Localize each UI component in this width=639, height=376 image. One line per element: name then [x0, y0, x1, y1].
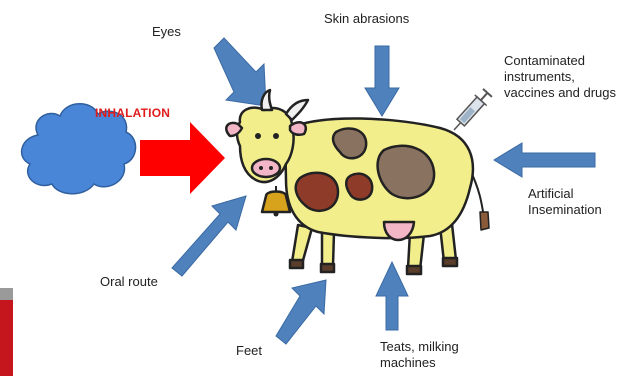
insemination-line-2: Insemination: [528, 202, 602, 218]
instruments-line-2: instruments,: [504, 69, 616, 85]
teats-arrow: [376, 262, 408, 330]
oral-arrow: [172, 196, 246, 276]
instruments-line-1: Contaminated: [504, 53, 616, 69]
skin-abrasions-label: Skin abrasions: [324, 11, 409, 27]
skin-arrow: [365, 46, 399, 116]
edge-bar-red: [0, 300, 13, 376]
instruments-line-3: vaccines and drugs: [504, 85, 616, 101]
edge-bar-gray: [0, 288, 13, 300]
teats-line-1: Teats, milking: [380, 339, 459, 355]
insemination-label: Artificial Insemination: [528, 186, 602, 218]
teats-line-2: machines: [380, 355, 459, 371]
insemination-line-1: Artificial: [528, 186, 602, 202]
inhalation-label: INHALATION: [95, 106, 170, 120]
syringe-icon: [448, 87, 493, 135]
feet-label: Feet: [236, 343, 262, 359]
feet-arrow: [276, 280, 326, 344]
inhalation-arrow: [140, 122, 225, 194]
insemination-arrow: [494, 143, 595, 177]
oral-route-label: Oral route: [100, 274, 158, 290]
teats-label: Teats, milking machines: [380, 339, 459, 371]
eyes-label: Eyes: [152, 24, 181, 40]
eyes-arrow: [214, 38, 266, 106]
cow-illustration: [226, 90, 489, 274]
instruments-label: Contaminated instruments, vaccines and d…: [504, 53, 616, 101]
